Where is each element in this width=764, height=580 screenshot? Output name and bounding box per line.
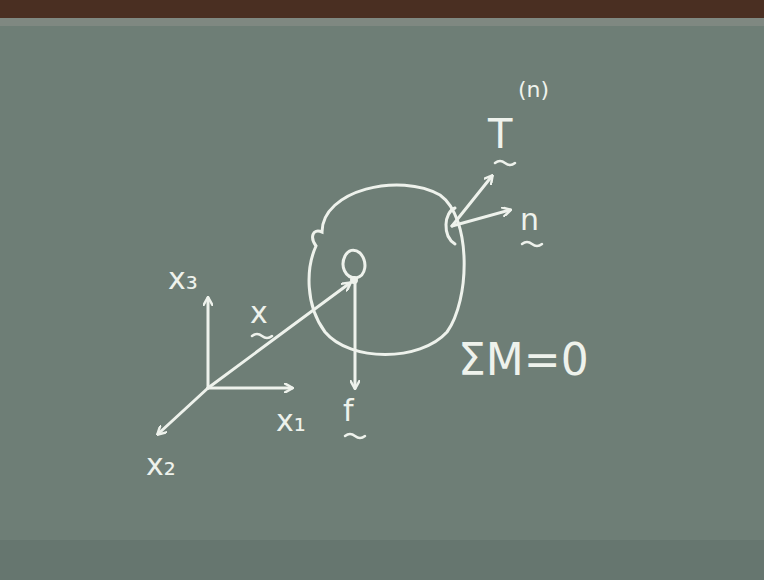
axis-label: x₂	[146, 448, 176, 481]
equation-label: ΣM=0	[458, 336, 589, 384]
vector-label: f	[343, 394, 354, 427]
vector-label: n	[520, 203, 539, 236]
vector-label: x	[250, 296, 268, 329]
axis-label: x₁	[276, 404, 306, 437]
superscript-label: (n)	[518, 78, 549, 102]
axis-label: x₃	[168, 262, 198, 295]
vector-label: T	[488, 112, 512, 156]
